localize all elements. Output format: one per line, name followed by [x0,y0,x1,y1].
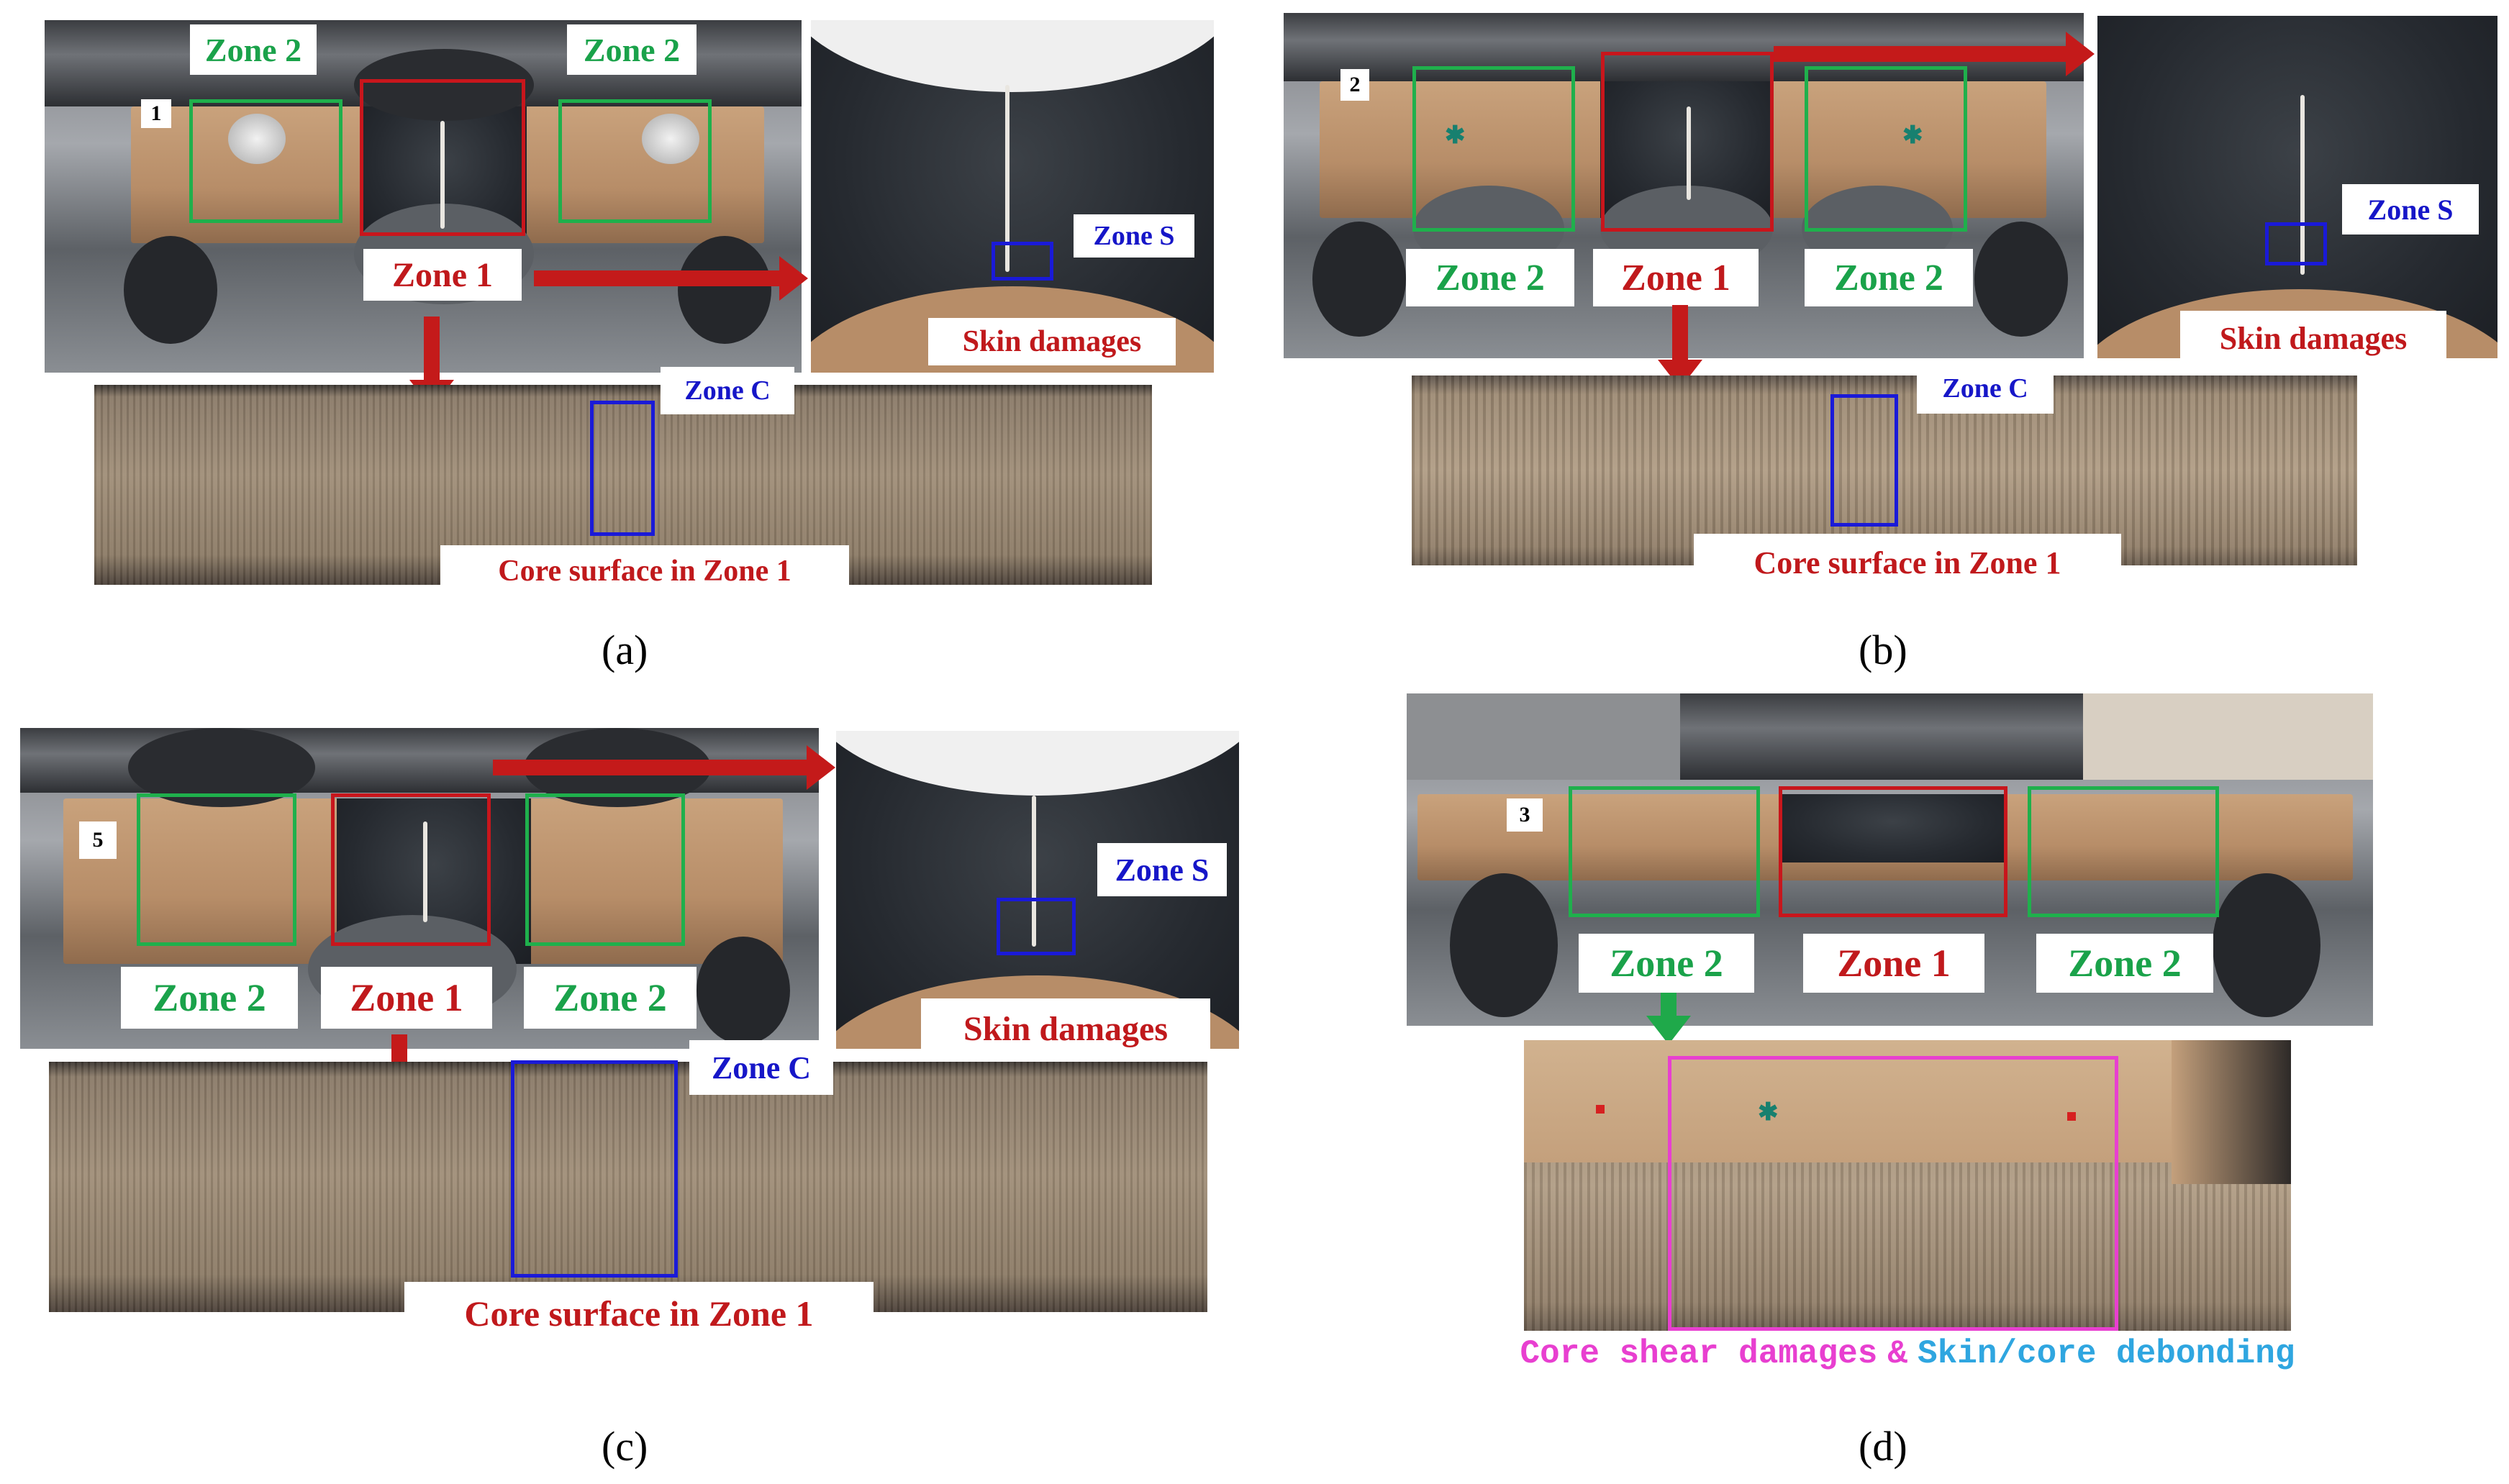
zone-c-box [1830,394,1898,527]
core-surface-label: Core surface in Zone 1 [404,1282,874,1345]
debonding-label: Skin/core debonding [1918,1335,2295,1373]
zone1-box [331,793,491,946]
zone1-label: Zone 1 [1803,934,1984,993]
zone2-left-box [189,99,342,223]
zone1-label: Zone 1 [1593,249,1759,306]
zone2-left-label: Zone 2 [190,24,317,75]
zone2-right-label: Zone 2 [567,24,697,75]
zone2-left-label: Zone 2 [1406,249,1574,306]
zone-c-label: Zone C [689,1040,833,1095]
skin-damages-label: Skin damages [921,998,1210,1059]
zone-s-label: Zone S [1097,843,1227,896]
arrow-to-core [1646,993,1691,1044]
skin-damages-label: Skin damages [2180,311,2446,365]
panel-a-caption: (a) [602,627,648,673]
arrow-to-core [409,317,454,409]
zone1-box [360,79,525,236]
zone2-left-box [137,793,296,946]
zone-s-label: Zone S [1074,214,1194,258]
zone-s-label: Zone S [2342,184,2479,235]
arrow-to-skin [1774,32,2095,76]
specimen-number-tag: 3 [1507,798,1543,832]
zone-c-box [590,401,655,536]
sensor-left [228,114,286,164]
zone2-right-box [2028,786,2219,917]
specimen-number-tag: 5 [79,821,117,859]
zone-c-box [511,1060,678,1278]
zone1-label: Zone 1 [363,249,522,301]
specimen-number-tag: 1 [141,99,171,128]
zone1-box [1779,786,2007,917]
panel-a-photo-skin [811,20,1214,373]
zone1-label: Zone 1 [321,967,492,1029]
zone2-right-label: Zone 2 [524,967,697,1029]
panel-c-photo-core [49,1062,1207,1312]
zone2-left-box [1412,66,1575,232]
panel-c-caption: (c) [602,1423,648,1470]
specimen-number-tag: 2 [1340,69,1369,101]
core-surface-label: Core surface in Zone 1 [440,545,849,597]
sensor-right [642,114,699,164]
zone1-box [1601,52,1774,232]
zone2-left-box [1569,786,1760,917]
zone2-right-box [1805,66,1967,232]
skin-damages-label: Skin damages [928,318,1176,365]
zone2-right-label: Zone 2 [1805,249,1973,306]
arrow-to-core [377,1034,422,1091]
arrow-to-core [1658,305,1702,388]
zone-s-box [2265,222,2327,265]
zone-c-label: Zone C [661,367,794,414]
panel-c-photo-main [20,728,819,1049]
core-shear-label: Core shear damages [1520,1335,1878,1373]
arrow-to-skin [493,745,835,790]
core-surface-label: Core surface in Zone 1 [1694,534,2121,591]
panel-d-photo-core: ✱ [1524,1040,2291,1331]
panel-c-photo-skin [836,731,1239,1049]
zone2-right-box [525,793,685,946]
damage-region-box [1668,1056,2118,1331]
zone2-left-label: Zone 2 [121,967,298,1029]
zone-s-box [992,242,1053,281]
panel-b-caption: (b) [1859,627,1907,673]
zone2-left-label: Zone 2 [1579,934,1754,993]
ampersand: & [1887,1335,1907,1373]
zone2-right-box [558,99,712,223]
zone-s-box [997,898,1076,955]
zone-c-label: Zone C [1917,363,2054,414]
panel-d-caption: (d) [1859,1423,1907,1470]
damage-caption: Core shear damages & Skin/core debonding [1520,1331,2295,1377]
zone2-right-label: Zone 2 [2036,934,2213,993]
arrow-to-skin [534,256,808,301]
